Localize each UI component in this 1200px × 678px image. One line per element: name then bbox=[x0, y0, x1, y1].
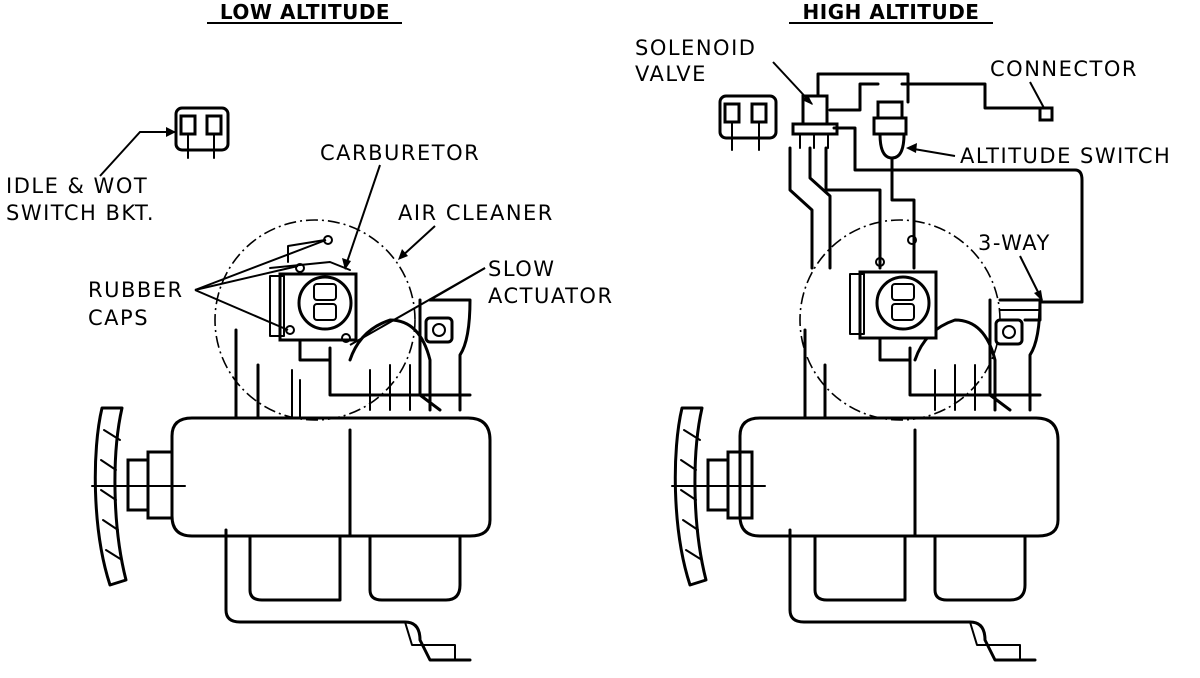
slow-actuator-label-line1: SLOW bbox=[488, 257, 556, 281]
slow-actuator-high bbox=[994, 318, 1024, 346]
carburetor-label: CARBURETOR bbox=[320, 141, 480, 165]
air-cleaner-label: AIR CLEANER bbox=[398, 201, 554, 225]
high-altitude-labels: SOLENOID VALVE CONNECTOR ALTITUDE SWITCH… bbox=[635, 36, 1171, 302]
carburetor-high bbox=[849, 270, 1042, 397]
idle-switch-label-line2: SWITCH BKT. bbox=[6, 201, 155, 225]
rubber-caps-label-line1: RUBBER bbox=[88, 278, 184, 302]
high-altitude-title-text: HIGH ALTITUDE bbox=[803, 0, 980, 24]
high-altitude-title: HIGH ALTITUDE bbox=[789, 0, 993, 24]
idle-switch-label-line1: IDLE & WOT bbox=[6, 174, 148, 198]
rubber-caps-label-line2: CAPS bbox=[88, 306, 149, 330]
solenoid-label-line2: VALVE bbox=[635, 62, 707, 86]
fan-blade-high bbox=[671, 406, 766, 587]
low-altitude-labels: IDLE & WOT SWITCH BKT. CARBURETOR AIR CL… bbox=[6, 127, 614, 346]
engine-block bbox=[170, 416, 492, 538]
connector bbox=[1038, 106, 1054, 122]
air-cleaner-outline bbox=[214, 219, 416, 421]
slow-actuator-label-line2: ACTUATOR bbox=[488, 284, 614, 308]
high-altitude-engine bbox=[671, 72, 1084, 662]
solenoid-valve bbox=[791, 94, 839, 149]
solenoid-label-line1: SOLENOID bbox=[635, 36, 756, 60]
altitude-switch bbox=[872, 100, 908, 160]
connector-label: CONNECTOR bbox=[990, 57, 1138, 81]
engine-block-high bbox=[738, 416, 1060, 538]
carburetor-low bbox=[269, 272, 472, 397]
switch-bracket-high bbox=[718, 94, 778, 151]
altitude-switch-label: ALTITUDE SWITCH bbox=[960, 144, 1171, 168]
three-way-label: 3-WAY bbox=[978, 231, 1051, 255]
low-altitude-title-text: LOW ALTITUDE bbox=[220, 0, 390, 24]
low-altitude-engine bbox=[91, 106, 492, 662]
idle-wot-switch-bracket bbox=[174, 106, 230, 159]
fan-blade bbox=[91, 406, 186, 587]
low-altitude-title: LOW ALTITUDE bbox=[207, 0, 402, 24]
slow-actuator bbox=[424, 316, 454, 344]
